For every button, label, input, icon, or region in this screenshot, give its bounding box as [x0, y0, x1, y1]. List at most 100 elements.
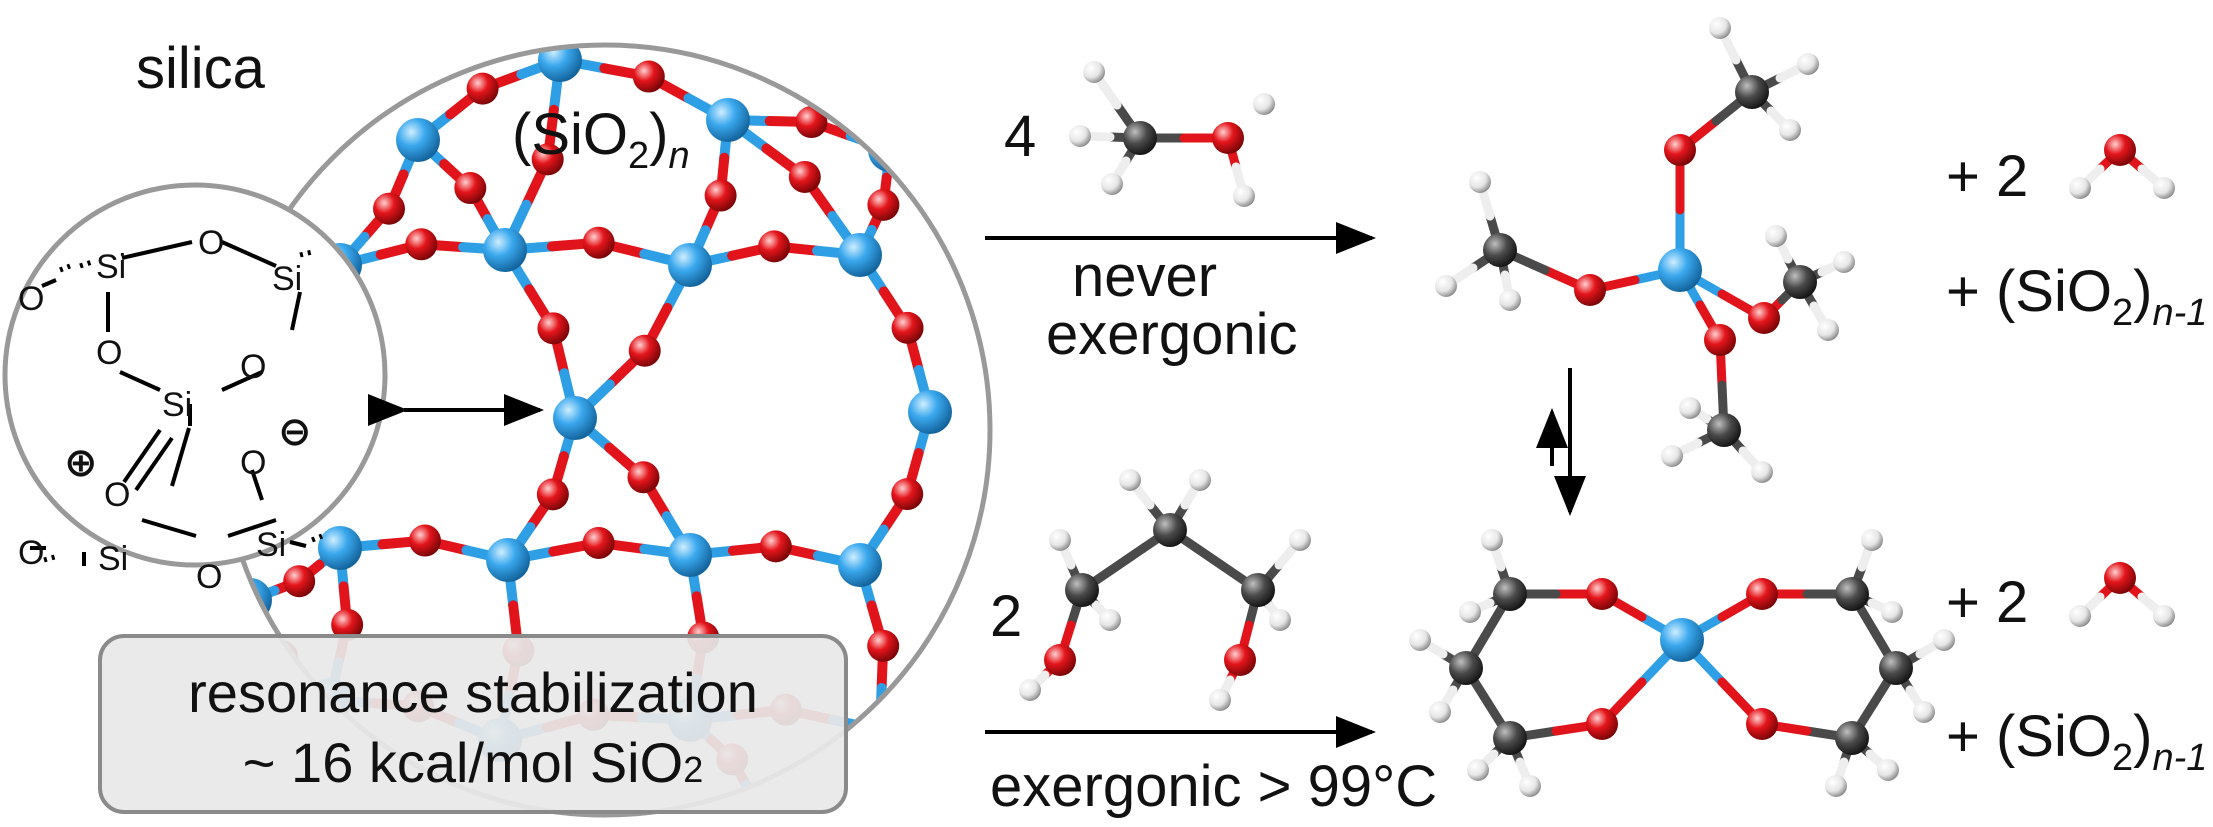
carbon-atom — [1153, 513, 1187, 547]
hydrogen-atom — [1099, 609, 1121, 631]
hydrogen-atom — [1253, 93, 1275, 115]
ring-bond — [119, 370, 161, 392]
ring-si-label: Si — [98, 540, 129, 578]
silicon-atom — [668, 533, 712, 577]
oxygen-atom — [582, 226, 615, 259]
hydrogen-atom — [1833, 251, 1855, 273]
oxygen-atom — [408, 524, 441, 557]
ring-dotted-bond — [59, 263, 71, 273]
ring-dotted-bond — [43, 553, 59, 563]
water-molecule-bottom — [2069, 562, 2175, 627]
bottom-water-coefficient: + 2 — [1946, 570, 2029, 635]
silicon-atom — [908, 390, 952, 434]
top-arrow-label-line1: never — [1072, 244, 1218, 309]
resonance-stabilization-box: resonance stabilization ~ 16 kcal/mol Si… — [98, 634, 848, 814]
carbon-atom — [1493, 577, 1527, 611]
ring-o-label: O — [96, 334, 123, 372]
hydrogen-atom — [1233, 185, 1255, 207]
hydrogen-atom — [1797, 53, 1819, 75]
ring-bond — [170, 427, 191, 487]
hydrogen-atom — [1817, 319, 1839, 341]
carbon-atom — [1241, 573, 1275, 607]
oxygen-atom — [537, 312, 570, 345]
hydrogen-atom — [1877, 759, 1899, 781]
carbon-atom — [1707, 413, 1741, 447]
top-silica-product: + (SiO2)n-1 — [1946, 259, 2208, 334]
water-molecule-top — [2069, 134, 2175, 199]
oxygen-atom — [1586, 578, 1618, 610]
oxygen-atom — [466, 72, 499, 105]
carbon-atom — [1483, 233, 1517, 267]
carbon-atom — [1783, 265, 1817, 299]
oxygen-atom — [891, 311, 924, 344]
carbon-atom — [1835, 577, 1869, 611]
silicon-atom — [1658, 248, 1702, 292]
silicon-atom — [553, 396, 597, 440]
ring-si-label: Si — [162, 386, 193, 424]
oxygen-atom — [2104, 562, 2136, 594]
hydrogen-atom — [2153, 605, 2175, 627]
silicon-atom — [838, 543, 882, 587]
hydrogen-atom — [1189, 469, 1211, 491]
oxygen-atom — [1748, 302, 1780, 334]
silicon-atom — [838, 233, 882, 277]
ring-bond — [221, 240, 277, 268]
oxygen-atom — [1664, 134, 1696, 166]
hydrogen-atom — [1519, 775, 1541, 797]
silicon-atom — [1660, 618, 1704, 662]
oxygen-atom — [788, 160, 821, 193]
top-water-coefficient: + 2 — [1946, 144, 2029, 209]
ring-si-label: Si — [256, 526, 287, 564]
diol-coefficient: 2 — [990, 584, 1023, 649]
bottom-arrow-label: exergonic > 99°C — [990, 754, 1438, 819]
bond-half — [875, 682, 887, 735]
bottom-silica-product: + (SiO2)n-1 — [1946, 704, 2208, 779]
oxygen-atom — [627, 461, 660, 494]
hydrogen-atom — [1933, 629, 1955, 651]
hydrogen-atom — [1499, 289, 1521, 311]
hydrogen-atom — [1779, 119, 1801, 141]
hydrogen-atom — [1679, 397, 1701, 419]
hydrogen-atom — [1069, 125, 1091, 147]
positive-charge-icon: ⊕ — [64, 441, 98, 485]
hydrogen-atom — [1825, 775, 1847, 797]
silica-label: silica — [136, 36, 265, 101]
ring-o-label: O — [18, 280, 45, 318]
hydrogen-atom — [1861, 529, 1883, 551]
ring-bond — [290, 291, 302, 331]
ring-bond — [221, 370, 263, 392]
ring-bond — [41, 278, 57, 288]
oxygen-atom — [582, 526, 615, 559]
ring-bond — [250, 469, 264, 501]
hydrogen-atom — [1481, 529, 1503, 551]
ring-bonds — [30, 240, 323, 566]
tetramethoxysilane-molecule — [1435, 17, 1855, 483]
hydrogen-atom — [1429, 701, 1451, 723]
hydrogen-atom — [2069, 177, 2091, 199]
hydrogen-atom — [1209, 689, 1231, 711]
carbon-atom — [1449, 651, 1483, 685]
ring-o-label: O — [240, 444, 267, 482]
silicon-atom — [868, 128, 912, 172]
hydrogen-atom — [1469, 171, 1491, 193]
hydrogen-atom — [1101, 173, 1123, 195]
hydrogen-atom — [1019, 679, 1041, 701]
hydrogen-atom — [1661, 445, 1683, 467]
oxygen-atom — [536, 478, 569, 511]
hydrogen-atom — [1709, 17, 1731, 39]
ring-si-label: Si — [272, 260, 303, 298]
ring-si-label: Si — [96, 248, 127, 286]
oxygen-atom — [867, 629, 900, 662]
ring-dotted-bond — [299, 249, 313, 258]
resonance-line-1: resonance stabilization — [188, 661, 758, 724]
oxygen-atom — [704, 179, 737, 212]
oxygen-atom — [758, 230, 791, 263]
bond-half — [848, 725, 885, 760]
hydrogen-atom — [1913, 701, 1935, 723]
hydrogen-atom — [1409, 629, 1431, 651]
ring-o-label: O — [240, 348, 267, 386]
carbon-atom — [1123, 121, 1157, 155]
silica-formula: (SiO2)n — [512, 102, 690, 177]
ring-o-label: O — [104, 476, 131, 514]
